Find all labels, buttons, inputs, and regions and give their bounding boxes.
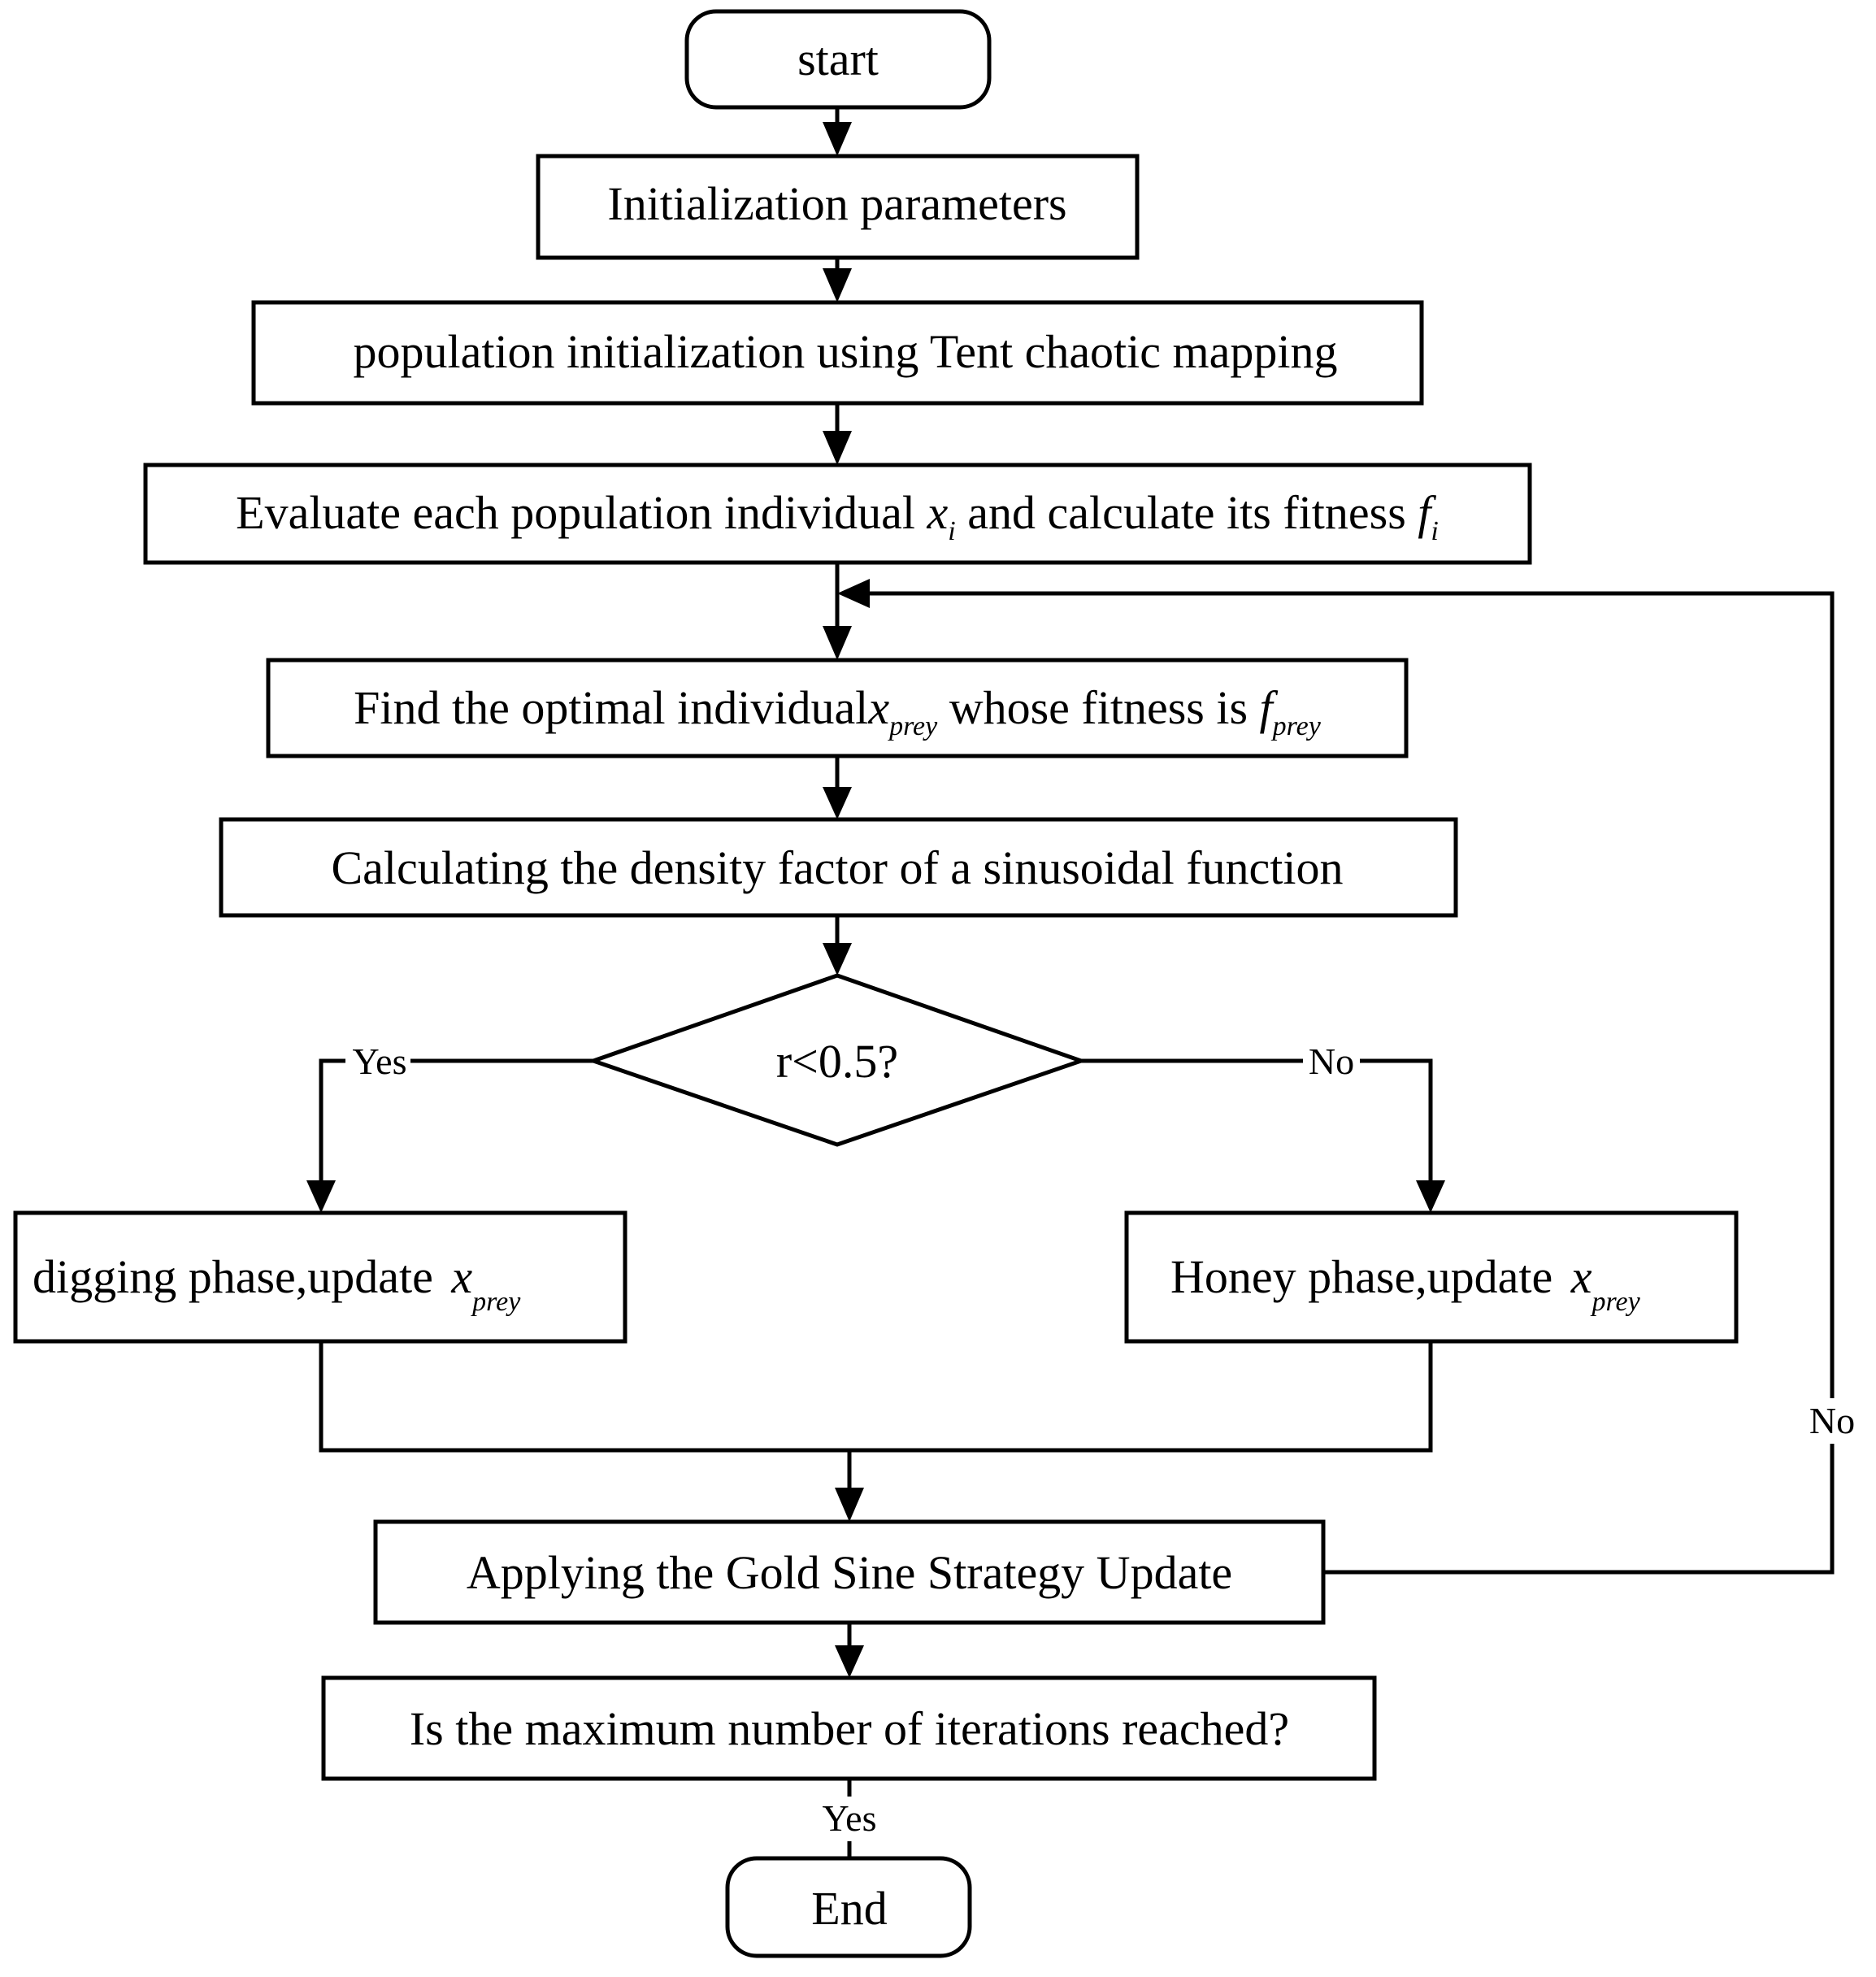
arrowhead [823,122,852,156]
decision-label: r<0.5? [776,1035,898,1088]
node-evaluate: Evaluate each population individual xi a… [143,463,1532,565]
arrowhead [1416,1180,1445,1213]
arrowhead [823,268,852,302]
arrowhead [306,1180,336,1213]
node-digging: digging phase,update xprey [13,1210,628,1344]
gold-sine-label: Applying the Gold Sine Strategy Update [467,1546,1232,1599]
node-decision: r<0.5? [587,973,1088,1147]
start-label: start [797,33,879,85]
max-iterations-label: Is the maximum number of iterations reac… [410,1702,1289,1755]
edge-label-decision-yes: Yes [353,1041,407,1082]
edge-label-max-yes: Yes [823,1797,877,1839]
density-label: Calculating the density factor of a sinu… [331,841,1343,894]
edge-label-loop-no: No [1809,1400,1855,1441]
init-params-label: Initialization parameters [607,177,1066,230]
arrowhead [823,626,852,660]
edge-loop-no [868,591,1835,1575]
find-optimal-label: Find the optimal individualxprey whose f… [354,681,1322,741]
edge-decision-no [1081,1058,1433,1183]
digging-label: digging phase,update xprey [33,1250,521,1317]
arrowhead [837,579,870,608]
node-init-params: Initialization parameters [536,154,1140,260]
arrowhead [835,1645,864,1678]
arrowhead [823,943,852,975]
evaluate-label: Evaluate each population individual xi a… [236,486,1439,546]
connectors [306,107,1835,1858]
honey-label: Honey phase,update xprey [1170,1250,1641,1317]
arrowhead [823,787,852,819]
node-gold-sine: Applying the Gold Sine Strategy Update [373,1519,1326,1625]
arrowhead [835,1488,864,1522]
node-honey: Honey phase,update xprey [1124,1210,1739,1344]
node-density: Calculating the density factor of a sinu… [219,817,1458,918]
edge-decision-yes [319,1058,593,1183]
end-label: End [811,1882,887,1935]
node-start: start [684,9,992,110]
node-find-optimal: Find the optimal individualxprey whose f… [266,658,1409,758]
node-max-iterations: Is the maximum number of iterations reac… [321,1675,1377,1781]
arrowhead [823,431,852,465]
edge-label-decision-no: No [1309,1041,1354,1082]
edge-merge [319,1341,1433,1453]
population-init-label: population initialization using Tent cha… [353,325,1337,378]
node-end: End [725,1856,972,1958]
node-population-init: population initialization using Tent cha… [251,300,1424,406]
